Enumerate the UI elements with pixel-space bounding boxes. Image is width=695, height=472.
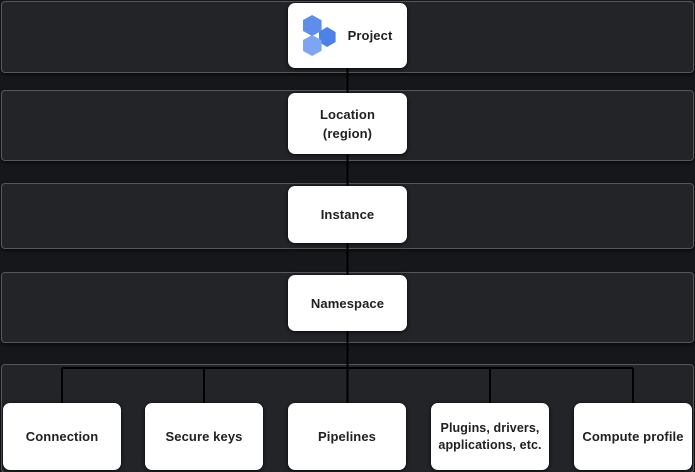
connection-label: Connection — [25, 429, 99, 444]
project-node: Project — [288, 3, 407, 68]
project-label: Project — [347, 28, 393, 43]
hexagon-top-shape — [302, 15, 322, 36]
compute-profile-node: Compute profile — [574, 403, 692, 470]
location-label: Location (region) — [320, 106, 375, 141]
namespace-label: Namespace — [310, 295, 385, 311]
pipelines-node: Pipelines — [288, 403, 406, 470]
plugins-node: Plugins, drivers, applications, etc. — [431, 403, 549, 470]
secure-keys-node: Secure keys — [145, 403, 263, 470]
hexagon-cluster-icon — [302, 15, 336, 56]
instance-node: Instance — [288, 186, 407, 243]
compute-profile-label: Compute profile — [582, 429, 684, 444]
connection-node: Connection — [3, 403, 121, 470]
secure-keys-label: Secure keys — [165, 429, 243, 444]
plugins-label: Plugins, drivers, applications, etc. — [438, 420, 542, 452]
instance-label: Instance — [320, 207, 375, 222]
hexagon-bottom-shape — [302, 35, 322, 56]
namespace-node: Namespace — [288, 275, 407, 331]
hexagon-right-shape — [318, 27, 336, 47]
pipelines-label: Pipelines — [318, 429, 376, 444]
location-node: Location (region) — [288, 93, 407, 154]
